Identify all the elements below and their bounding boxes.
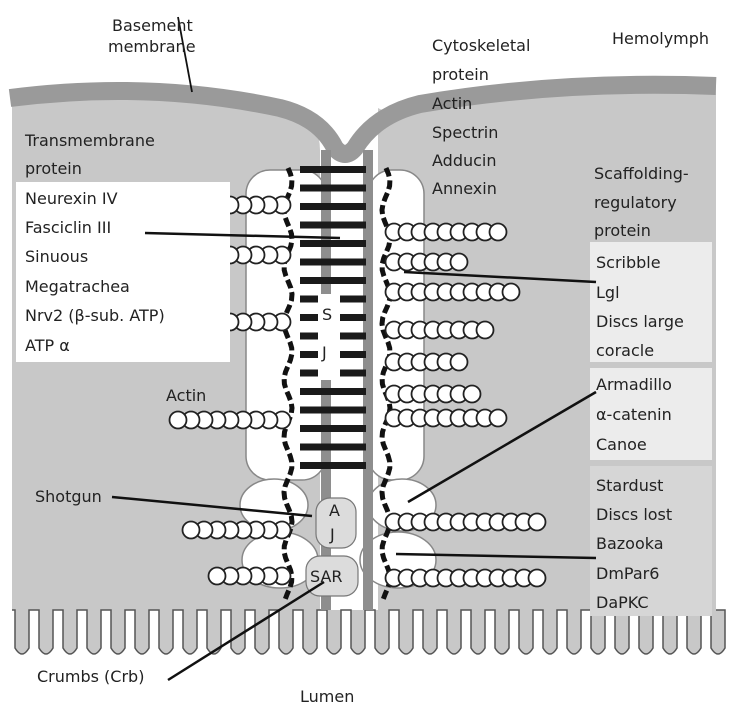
sj-bar — [300, 462, 366, 469]
sj-bar — [300, 185, 366, 192]
svg-text:Discs large: Discs large — [596, 312, 684, 331]
sj-j-label: J — [321, 343, 327, 362]
actin-bead — [490, 410, 507, 427]
actin-label: Actin — [166, 386, 206, 405]
svg-text:Nrv2 (β-sub. ATP): Nrv2 (β-sub. ATP) — [25, 306, 165, 325]
sj-bar — [300, 203, 366, 210]
svg-text:Discs lost: Discs lost — [596, 505, 672, 524]
svg-text:protein: protein — [594, 221, 651, 240]
sar-label: SAR — [310, 567, 343, 586]
svg-text:protein: protein — [432, 65, 489, 84]
svg-text:Bazooka: Bazooka — [596, 534, 664, 553]
svg-text:DmPar6: DmPar6 — [596, 564, 659, 583]
svg-text:DaPKC: DaPKC — [596, 593, 649, 612]
actin-bead — [477, 322, 494, 339]
svg-text:Scribble: Scribble — [596, 253, 661, 272]
sj-s-label: S — [322, 305, 332, 324]
svg-text:Stardust: Stardust — [596, 476, 663, 495]
svg-text:Fasciclin III: Fasciclin III — [25, 218, 111, 237]
actin-bead — [209, 568, 226, 585]
svg-text:protein: protein — [25, 159, 82, 178]
sj-bar — [300, 222, 366, 229]
basement-label-1: Basement — [112, 16, 193, 35]
svg-text:Armadillo: Armadillo — [596, 375, 672, 394]
svg-text:ATP α: ATP α — [25, 336, 70, 355]
svg-text:Canoe: Canoe — [596, 435, 647, 454]
crumbs-label: Crumbs (Crb) — [37, 667, 144, 686]
sj-bar — [300, 425, 366, 432]
lumen-label: Lumen — [300, 687, 354, 706]
actin-bead — [503, 284, 520, 301]
svg-text:Actin: Actin — [432, 94, 472, 113]
svg-text:α-catenin: α-catenin — [596, 405, 672, 424]
svg-text:Sinuous: Sinuous — [25, 247, 88, 266]
actin-bead — [451, 254, 468, 271]
hemolymph-label: Hemolymph — [612, 29, 709, 48]
svg-text:Adducin: Adducin — [432, 151, 497, 170]
sj-bar — [300, 259, 366, 266]
actin-bead — [529, 514, 546, 531]
svg-text:Megatrachea: Megatrachea — [25, 277, 130, 296]
svg-text:Neurexin IV: Neurexin IV — [25, 189, 118, 208]
sj-bar — [300, 166, 366, 173]
svg-text:Spectrin: Spectrin — [432, 123, 498, 142]
sj-bar — [300, 240, 366, 247]
svg-text:regulatory: regulatory — [594, 193, 677, 212]
svg-text:Annexin: Annexin — [432, 179, 497, 198]
basement-label-2: membrane — [108, 37, 196, 56]
svg-text:Scaffolding-: Scaffolding- — [594, 164, 689, 183]
actin-bead — [464, 386, 481, 403]
actin-bead — [490, 224, 507, 241]
transmembrane-list-box — [16, 182, 230, 362]
svg-text:Transmembrane: Transmembrane — [24, 131, 155, 150]
aj-a-label: A — [329, 501, 340, 520]
actin-bead — [529, 570, 546, 587]
sj-bar — [300, 444, 366, 451]
actin-bead — [183, 522, 200, 539]
actin-bead — [451, 354, 468, 371]
shotgun-label: Shotgun — [35, 487, 102, 506]
sj-bar — [300, 407, 366, 414]
sj-bar — [300, 277, 366, 284]
svg-text:coracle: coracle — [596, 341, 654, 360]
actin-bead — [170, 412, 187, 429]
svg-text:Lgl: Lgl — [596, 283, 620, 302]
aj-j-label: J — [329, 525, 335, 544]
svg-text:Cytoskeletal: Cytoskeletal — [432, 36, 530, 55]
sj-bar — [300, 388, 366, 395]
